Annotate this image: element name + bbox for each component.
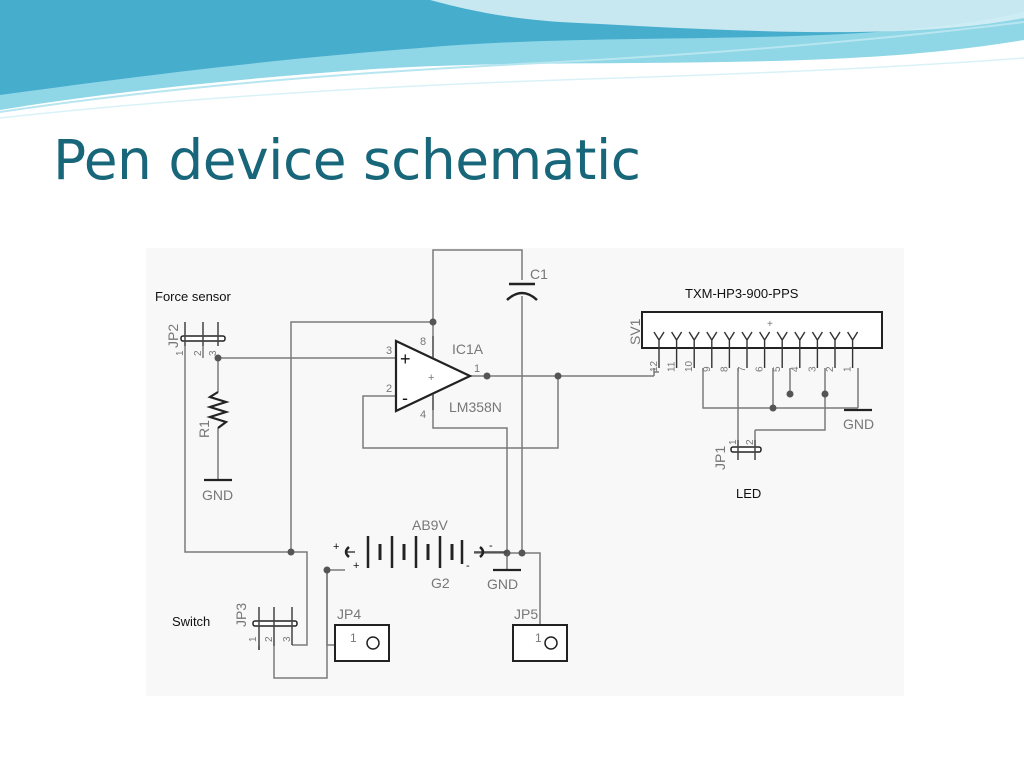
opamp-pin-3: 3 — [386, 345, 392, 357]
battery-minus-inner: - — [466, 560, 470, 572]
jp4-pin-1: 1 — [350, 631, 357, 645]
sv1-pin-9 — [706, 331, 718, 368]
lm358n-label: LM358N — [449, 399, 502, 415]
jp5-label: JP5 — [514, 606, 538, 622]
jp1-pin-1: 1 — [728, 439, 739, 445]
jp3-pin-2: 2 — [264, 636, 275, 642]
sv1-pin-label: 6 — [755, 366, 766, 372]
sv1-label: SV1 — [627, 318, 643, 345]
jp5-pin-1: 1 — [535, 631, 542, 645]
sv1-pin-4 — [794, 331, 806, 368]
sv1-pin-label: 11 — [667, 361, 678, 372]
transmitter-label: TXM-HP3-900-PPS — [685, 286, 799, 301]
ic1a-opamp: + - + 3 2 1 8 4 IC1A LM358N — [386, 336, 502, 421]
opamp-plus-input-sign: + — [400, 349, 411, 369]
ic1a-label: IC1A — [452, 341, 484, 357]
sv1-pin-10 — [688, 331, 700, 368]
sv1-pin-3 — [811, 331, 823, 368]
r1-resistor: R1 — [196, 391, 230, 438]
header-wave-decoration — [0, 0, 1024, 119]
slide-title: Pen device schematic — [53, 128, 641, 192]
r1-label: R1 — [196, 420, 212, 438]
opamp-pin-2: 2 — [386, 383, 392, 395]
sv1-plus-mark: + — [767, 319, 773, 330]
opamp-center-plus: + — [428, 372, 434, 384]
sv1-pin-label: 4 — [790, 366, 801, 372]
gnd-r1: GND — [202, 478, 233, 503]
sv1-pin-label: 2 — [825, 366, 836, 372]
battery-plus-outer: + — [333, 541, 339, 553]
jp1-label: JP1 — [712, 446, 728, 470]
jp2-pin-3: 3 — [208, 350, 219, 356]
sv1-pin-12 — [653, 331, 665, 368]
force-sensor-label: Force sensor — [155, 289, 232, 304]
opamp-minus-input-sign: - — [402, 388, 408, 408]
sv1-pin-8 — [723, 331, 735, 368]
jp3-label: JP3 — [233, 603, 249, 627]
g2-battery: + + - - AB9V G2 — [333, 517, 507, 591]
opamp-pin-8: 8 — [420, 336, 426, 348]
sv1-pin-label: 9 — [702, 366, 713, 372]
gnd-sv1-label: GND — [843, 416, 874, 432]
jp1-header: JP1 1 2 — [712, 439, 762, 470]
opamp-pin-1: 1 — [474, 363, 480, 375]
jp2-pin-1: 1 — [175, 350, 186, 356]
battery-minus-outer: - — [489, 540, 493, 552]
gnd-battery: GND — [487, 568, 521, 592]
c1-label: C1 — [530, 266, 548, 282]
gnd-battery-label: GND — [487, 576, 518, 592]
sv1-pin-label: 12 — [649, 360, 660, 372]
sv1-pin-2 — [829, 331, 841, 368]
gnd-r1-label: GND — [202, 487, 233, 503]
sv1-pin-6 — [759, 331, 771, 368]
sv1-pin-label: 3 — [807, 366, 818, 372]
jp1-pin-2: 2 — [745, 439, 756, 445]
sv1-pin-1 — [847, 331, 859, 368]
sv1-pin-label: 1 — [843, 366, 854, 372]
jp4-label: JP4 — [337, 606, 361, 622]
gnd-sv1: GND — [843, 408, 874, 432]
battery-plus-inner: + — [353, 560, 359, 572]
jp2-label: JP2 — [165, 324, 181, 348]
sv1-pin-7 — [741, 331, 753, 368]
jp2-pin-2: 2 — [193, 350, 204, 356]
switch-label: Switch — [172, 614, 210, 629]
sv1-pin-label: 5 — [772, 366, 783, 372]
sv1-pin-label: 7 — [737, 366, 748, 372]
sv1-pin-5 — [776, 331, 788, 368]
jp3-pin-1: 1 — [248, 636, 259, 642]
jp3-header: JP3 1 2 3 — [233, 603, 298, 650]
jp3-pin-3: 3 — [282, 636, 293, 642]
led-label: LED — [736, 486, 761, 501]
opamp-pin-4: 4 — [420, 409, 426, 421]
jp2-header: JP2 1 2 3 — [165, 322, 226, 356]
jp4-connector: JP4 1 — [334, 606, 390, 662]
sv1-pin-11 — [671, 331, 683, 368]
wires — [184, 249, 859, 679]
pen-device-schematic: JP2 1 2 3 Force sensor R1 GND + - + 3 2 … — [146, 248, 904, 696]
g2-label: G2 — [431, 575, 450, 591]
jp5-connector: JP5 1 — [512, 606, 568, 662]
ab9v-label: AB9V — [412, 517, 448, 533]
sv1-pin-label: 8 — [719, 366, 730, 372]
c1-capacitor: C1 — [506, 266, 548, 301]
sv1-pin-label: 10 — [684, 360, 695, 372]
